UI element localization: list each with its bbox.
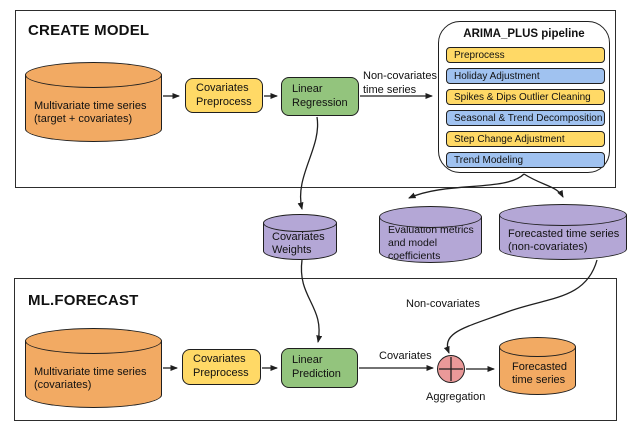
cylinder-label-line: (covariates)	[34, 379, 92, 391]
multivariate-target-cylinder: Multivariate time series (target + covar…	[25, 62, 162, 142]
pipeline-step-seasonal-trend: Seasonal & Trend Decomposition	[446, 110, 605, 126]
pipeline-step-trend-modeling: Trend Modeling	[446, 152, 605, 168]
pipeline-step-label: Spikes & Dips Outlier Cleaning	[454, 91, 591, 103]
cylinder-label-line: Weights	[272, 244, 312, 256]
edge-label-non-covariates-time-series: Non-covariates time series	[363, 70, 437, 98]
arima-pipeline-title: ARIMA_PLUS pipeline	[463, 28, 585, 40]
cylinder-top-ellipse	[25, 328, 162, 354]
pipeline-step-label: Trend Modeling	[454, 154, 524, 166]
box-label-line: Linear	[292, 354, 323, 367]
cylinder-label-line: Multivariate time series	[34, 99, 147, 112]
pipeline-step-step-change: Step Change Adjustment	[446, 131, 605, 147]
pipeline-step-spikes-dips: Spikes & Dips Outlier Cleaning	[446, 89, 605, 105]
box-label-line: Prediction	[292, 368, 341, 380]
box-label-line: Linear	[292, 82, 323, 95]
evaluation-metrics-cylinder: Evaluation metrics and model coefficient…	[379, 206, 482, 263]
cylinder-label-line: (target + covariates)	[34, 113, 133, 125]
cylinder-top-ellipse	[499, 337, 576, 357]
aggregation-node	[437, 355, 465, 383]
edge-label-line: time series	[363, 83, 417, 96]
forecasted-time-series-cylinder: Forecasted time series	[499, 337, 576, 395]
pipeline-step-holiday-adjustment: Holiday Adjustment	[446, 68, 605, 84]
pipeline-step-preprocess: Preprocess	[446, 47, 605, 63]
cylinder-label-line: Multivariate time series	[34, 365, 147, 378]
box-label-line: Covariates	[193, 353, 246, 366]
aggregation-label: Aggregation	[426, 391, 485, 405]
arima-plus-pipeline-panel: ARIMA_PLUS pipeline Preprocess Holiday A…	[438, 21, 610, 173]
cylinder-label-line: Forecasted time series	[508, 227, 620, 240]
box-label-line: Preprocess	[196, 95, 252, 108]
cylinder-label-line: (non-covariates)	[508, 241, 588, 253]
box-label-line: Covariates	[196, 81, 249, 94]
ml-forecast-title: ML.FORECAST	[28, 292, 139, 309]
covariates-preprocess-box-bottom: Covariates Preprocess	[182, 349, 261, 385]
covariates-weights-cylinder: Covariates Weights	[263, 214, 337, 260]
edge-label-line: Aggregation	[426, 391, 486, 403]
pipeline-step-label: Preprocess	[454, 49, 505, 61]
edge-label-line: Non-covariates	[363, 70, 437, 82]
cylinder-label-line: Forecasted	[512, 360, 568, 373]
pipeline-step-label: Holiday Adjustment	[454, 70, 540, 82]
cylinder-label-line: Covariates	[272, 230, 325, 243]
cylinder-label-line: time series	[512, 374, 566, 386]
cylinder-top-ellipse	[379, 206, 482, 228]
pipeline-step-label: Seasonal & Trend Decomposition	[454, 112, 603, 124]
cylinder-label-line: coefficients	[388, 249, 441, 262]
pipeline-step-label: Step Change Adjustment	[454, 133, 565, 145]
edge-label-line: Covariates	[379, 350, 432, 362]
linear-prediction-box: Linear Prediction	[281, 348, 358, 388]
cylinder-label-line: Evaluation metrics	[388, 224, 474, 237]
edge-label-non-covariates: Non-covariates	[406, 298, 480, 312]
cylinder-top-ellipse	[499, 204, 627, 226]
cylinder-top-ellipse	[263, 214, 337, 232]
linear-regression-box: Linear Regression	[281, 77, 359, 116]
create-model-title: CREATE MODEL	[28, 22, 150, 39]
covariates-preprocess-box-top: Covariates Preprocess	[185, 78, 263, 113]
cylinder-label-line: and model	[388, 237, 438, 250]
multivariate-covariates-cylinder: Multivariate time series (covariates)	[25, 328, 162, 408]
edge-label-covariates: Covariates	[379, 350, 432, 364]
box-label-line: Preprocess	[193, 367, 249, 379]
box-label-line: Regression	[292, 96, 348, 109]
cylinder-top-ellipse	[25, 62, 162, 88]
forecasted-non-covariates-cylinder: Forecasted time series (non-covariates)	[499, 204, 627, 260]
edge-label-line: Non-covariates	[406, 298, 480, 310]
